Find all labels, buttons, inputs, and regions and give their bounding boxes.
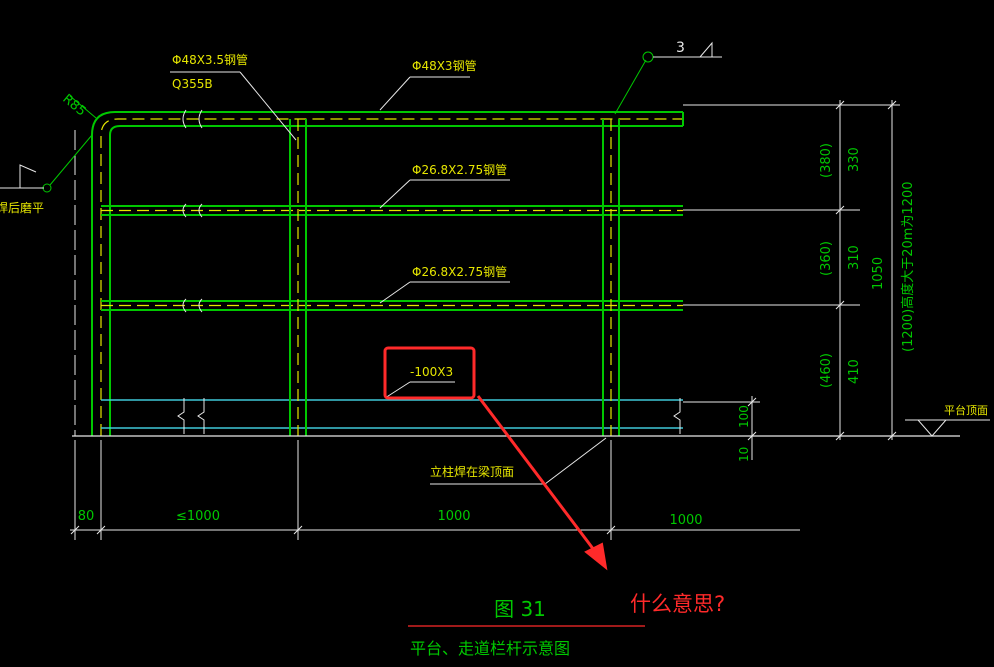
label-grind-note: 焊后磨平 (0, 200, 44, 215)
dim-80: 80 (78, 509, 95, 524)
dim-460-paren: (460) (819, 353, 834, 388)
dimensions (70, 100, 990, 540)
dim-10: 10 (737, 447, 751, 462)
label-toe-board: -100X3 (410, 365, 453, 379)
railing-structure (72, 109, 960, 437)
dim-1000-a: 1000 (437, 509, 470, 524)
dim-360-paren: (360) (819, 241, 834, 276)
top-rail (91, 111, 683, 436)
dim-le-1000: ≤1000 (176, 509, 220, 524)
label-handrail-pipe: Φ48X3钢管 (412, 58, 477, 73)
dim-1000-b: 1000 (669, 513, 702, 528)
leaders (0, 41, 722, 485)
dim-330: 330 (847, 147, 862, 172)
dim-380-paren: (380) (819, 143, 834, 178)
bottom-dim-text: 80 ≤1000 1000 1000 (78, 509, 703, 528)
dim-1050: 1050 (871, 257, 886, 290)
mid-rail-2-break (182, 298, 203, 313)
label-post-weld-note: 立柱焊在梁顶面 (430, 464, 514, 479)
toe-board-break (177, 398, 681, 434)
top-rail-inner (109, 125, 683, 436)
dim-410: 410 (847, 359, 862, 384)
label-radius: R85 (59, 92, 88, 120)
arrowhead-icon (584, 542, 608, 571)
figure-number: 图 31 (494, 597, 546, 621)
top-rail-center (100, 118, 683, 436)
dim-1200-note: (1200)高度大于20m为1200 (900, 181, 916, 352)
label-mid-rail-2: Φ26.8X2.75钢管 (412, 264, 507, 279)
label-mid-rail-1: Φ26.8X2.75钢管 (412, 162, 507, 177)
figure-caption: 图 31 平台、走道栏杆示意图 (408, 597, 645, 658)
figure-caption-text: 平台、走道栏杆示意图 (410, 639, 570, 658)
question-annotation: 什么意思? (383, 346, 725, 616)
question-text: 什么意思? (630, 592, 725, 616)
dim-310: 310 (847, 245, 862, 270)
mid-rail-1-break (182, 203, 203, 218)
label-top-rail-pipe: Φ48X3.5钢管 (172, 52, 248, 67)
label-steel-grade: Q355B (172, 77, 213, 91)
annotation-arrow-shaft (476, 395, 602, 559)
label-platform-top: 平台顶面 (944, 403, 988, 417)
right-dim-text: (380) 330 (360) 310 1050 (460) 410 (1200… (737, 143, 916, 462)
top-rail-break (182, 109, 203, 129)
highlight-box (383, 346, 476, 400)
label-weld-3: 3 (676, 40, 685, 56)
dim-100: 100 (737, 405, 751, 428)
